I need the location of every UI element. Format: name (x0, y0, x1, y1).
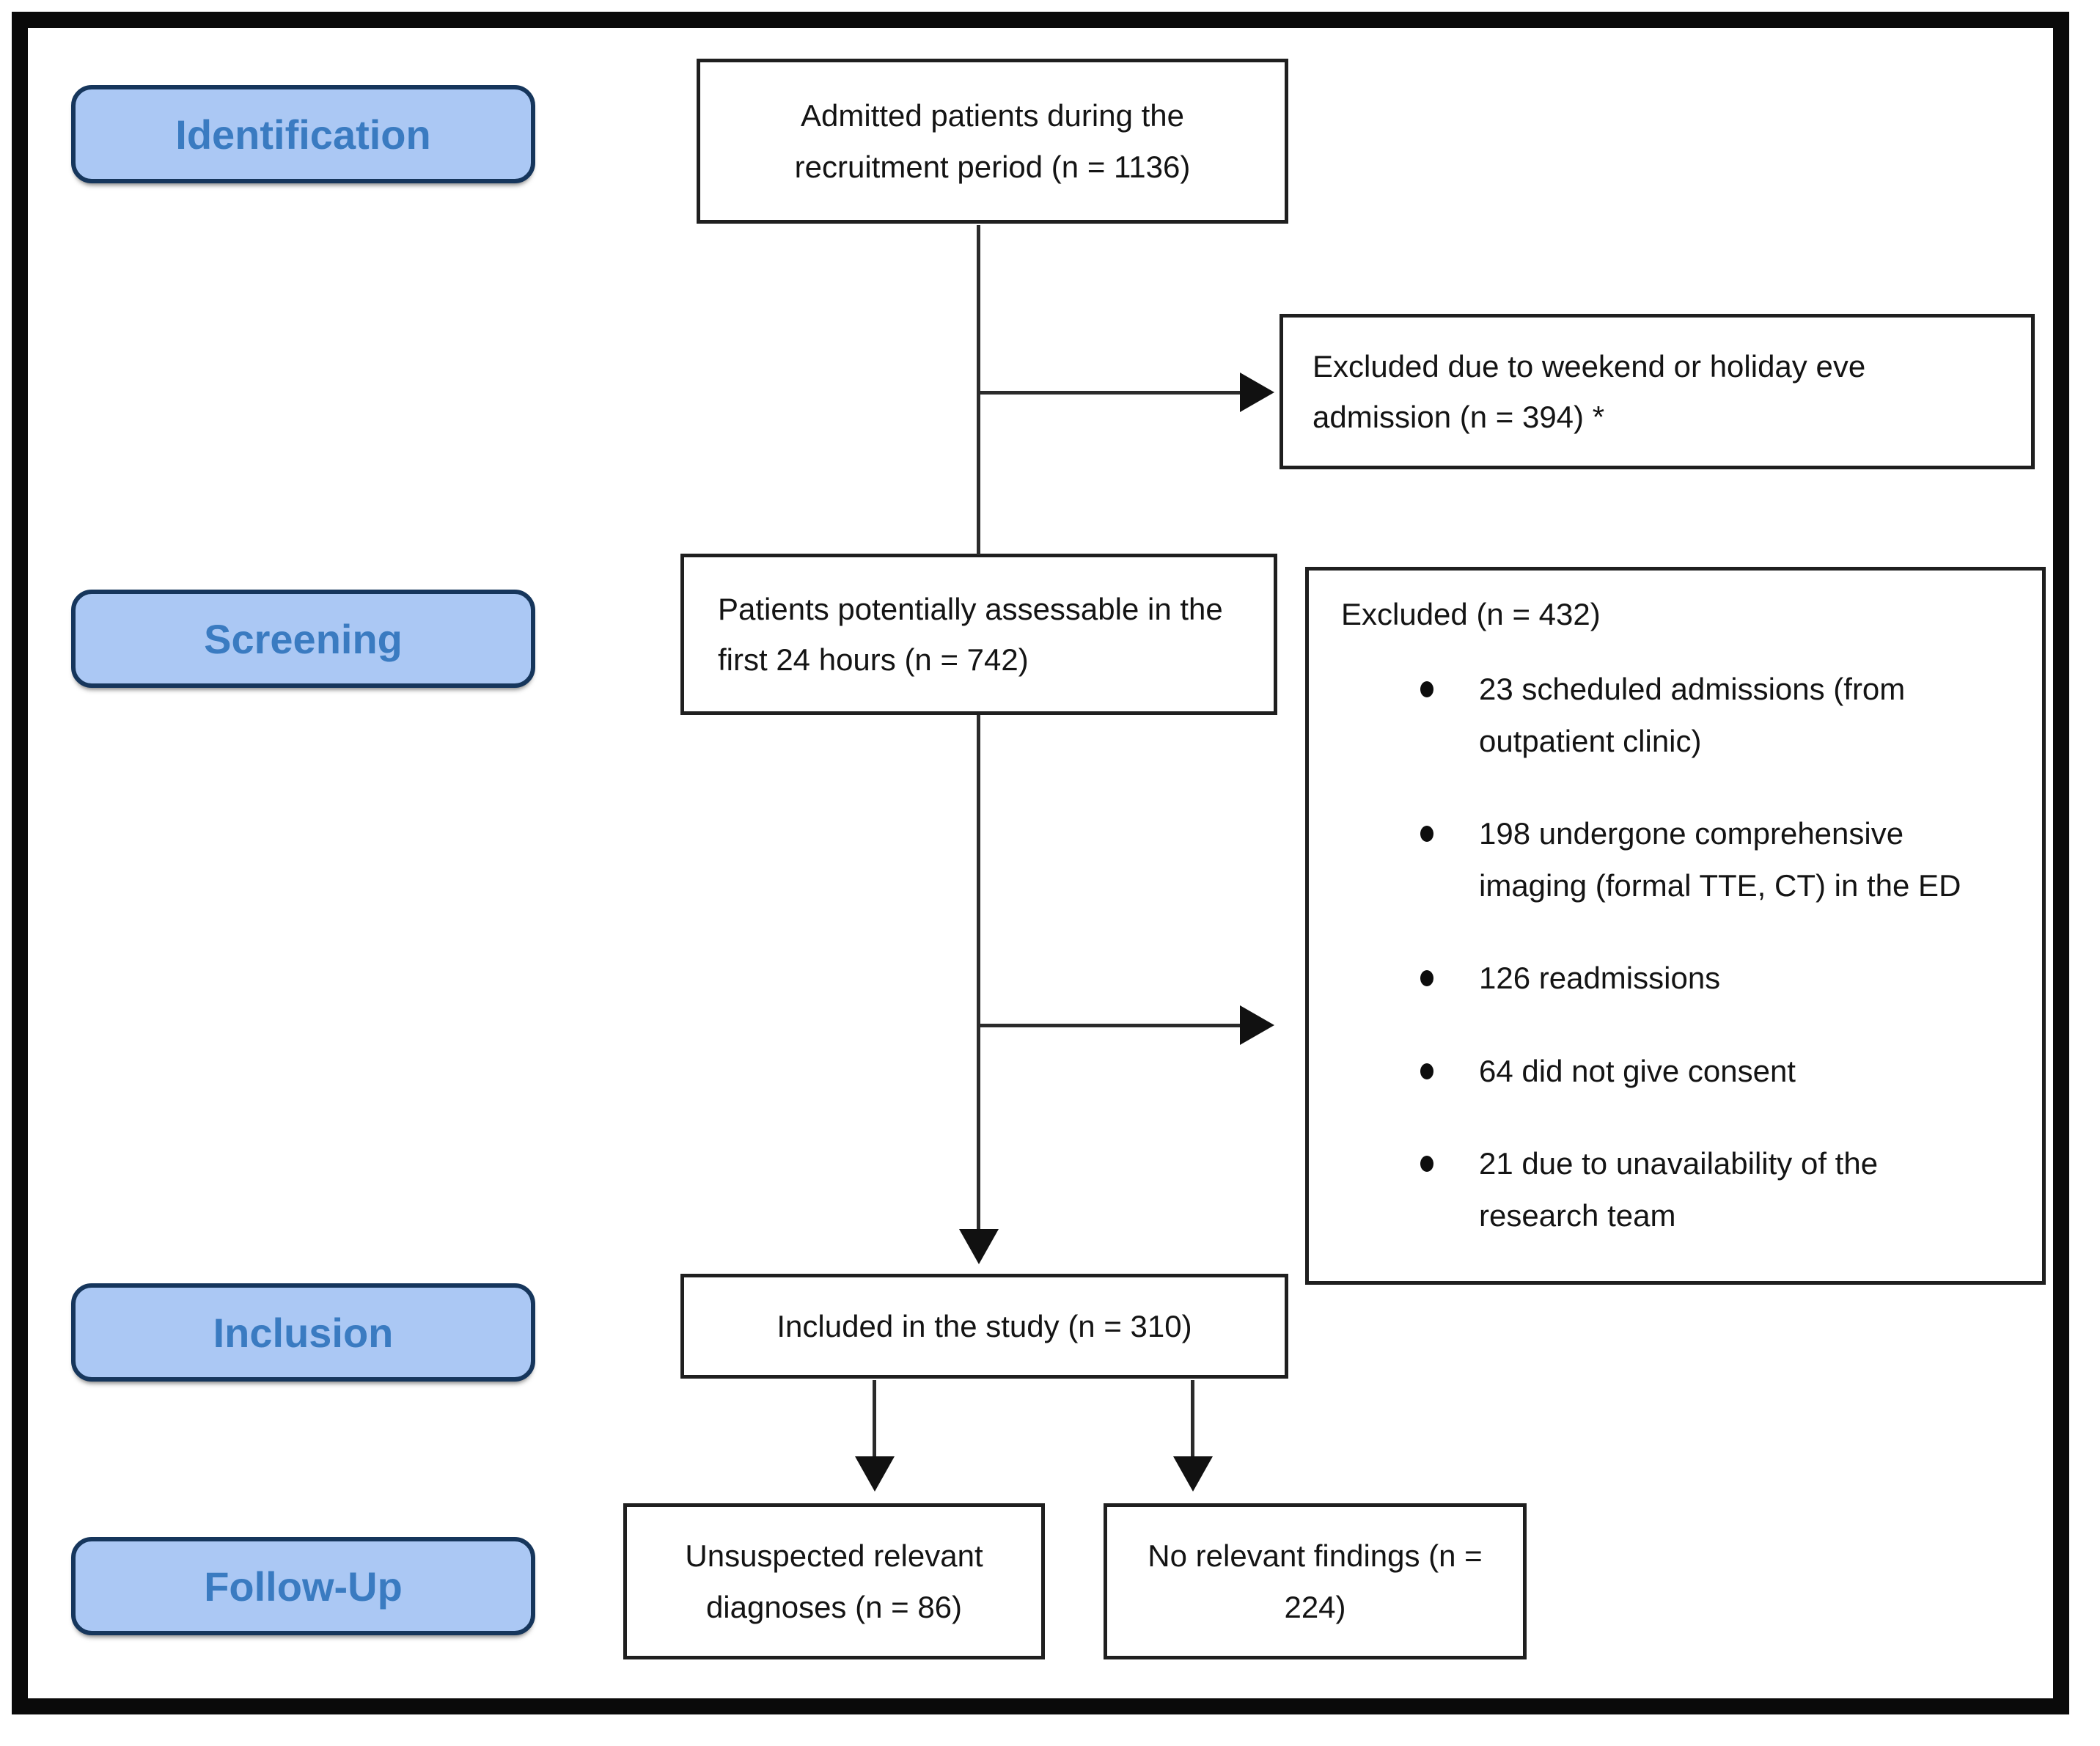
arrowhead-down-icon (959, 1229, 999, 1264)
stage-label-text: Inclusion (213, 1309, 394, 1356)
flow-box-text: Admitted patients during the recruitment… (794, 98, 1191, 184)
connector-included-to-nofindings (1191, 1380, 1194, 1458)
bullet-icon (1420, 970, 1433, 987)
flow-box-text: Excluded due to weekend or holiday eve a… (1312, 348, 1866, 434)
stage-label-inclusion: Inclusion (71, 1283, 535, 1382)
arrowhead-right-icon (1240, 1005, 1274, 1045)
bullet-icon (1420, 681, 1433, 698)
flow-box-unsuspected-diagnoses: Unsuspected relevant diagnoses (n = 86) (623, 1503, 1045, 1659)
list-item-text: 198 undergone comprehensive imaging (for… (1479, 816, 1961, 903)
arrowhead-down-icon (855, 1456, 895, 1492)
stage-label-identification: Identification (71, 85, 535, 183)
exclusion-title: Excluded (n = 432) (1341, 597, 1601, 631)
connector-branch-weekend-exclusion (978, 391, 1240, 395)
flow-box-admitted-patients: Admitted patients during the recruitment… (697, 59, 1288, 224)
stage-label-text: Identification (175, 111, 431, 158)
flow-box-potentially-assessable: Patients potentially assessable in the f… (680, 554, 1277, 715)
arrowhead-down-icon (1173, 1456, 1213, 1492)
bullet-icon (1420, 826, 1433, 843)
bullet-icon (1420, 1156, 1433, 1173)
list-item-text: 23 scheduled admissions (from outpatient… (1479, 672, 1906, 758)
flow-box-text: Included in the study (n = 310) (777, 1308, 1192, 1343)
list-item-text: 21 due to unavailability of the research… (1479, 1146, 1879, 1233)
list-item-text: 64 did not give consent (1479, 1053, 1796, 1088)
connector-branch-detailed-exclusion (978, 1024, 1240, 1027)
connector-admitted-to-assessable (977, 225, 980, 555)
list-item: 21 due to unavailability of the research… (1341, 1138, 1992, 1241)
exclusion-bullet-list: 23 scheduled admissions (from outpatient… (1341, 664, 2020, 1241)
flow-box-text: Unsuspected relevant diagnoses (n = 86) (685, 1538, 983, 1624)
exclusion-box-detailed: Excluded (n = 432) 23 scheduled admissio… (1305, 567, 2046, 1285)
stage-label-screening: Screening (71, 590, 535, 688)
list-item: 64 did not give consent (1341, 1046, 1992, 1098)
flow-box-included-in-study: Included in the study (n = 310) (680, 1274, 1288, 1379)
exclusion-box-weekend-admission: Excluded due to weekend or holiday eve a… (1280, 314, 2035, 469)
flow-box-text: Patients potentially assessable in the f… (718, 591, 1223, 677)
list-item: 23 scheduled admissions (from outpatient… (1341, 664, 1992, 767)
stage-label-text: Follow-Up (204, 1563, 403, 1610)
stage-label-followup: Follow-Up (71, 1537, 535, 1635)
list-item-text: 126 readmissions (1479, 961, 1721, 996)
connector-included-to-unsuspected (873, 1380, 876, 1458)
bullet-icon (1420, 1063, 1433, 1079)
list-item: 126 readmissions (1341, 953, 1992, 1005)
list-item: 198 undergone comprehensive imaging (for… (1341, 808, 1992, 911)
arrowhead-right-icon (1240, 373, 1274, 412)
flow-box-no-relevant-findings: No relevant findings (n = 224) (1104, 1503, 1527, 1659)
stage-label-text: Screening (204, 615, 403, 662)
connector-assessable-to-included (977, 715, 980, 1230)
flow-box-text: No relevant findings (n = 224) (1148, 1538, 1483, 1624)
